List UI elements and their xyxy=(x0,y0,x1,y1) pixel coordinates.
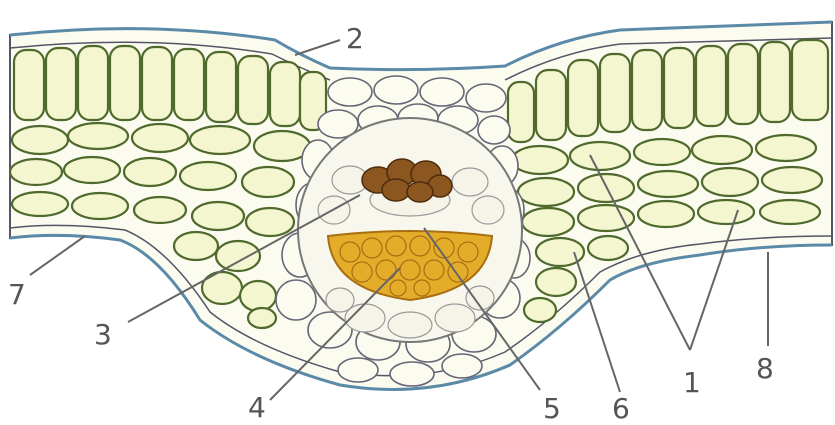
label-5: 5 xyxy=(543,392,561,425)
label-4: 4 xyxy=(248,391,266,424)
label-8: 8 xyxy=(756,352,774,385)
label-6: 6 xyxy=(612,392,630,425)
label-1: 1 xyxy=(683,366,701,399)
label-3: 3 xyxy=(94,318,112,351)
label-7: 7 xyxy=(8,278,26,311)
leader-line-2 xyxy=(295,40,340,55)
label-2: 2 xyxy=(346,22,364,55)
leader-line-7 xyxy=(30,236,85,275)
